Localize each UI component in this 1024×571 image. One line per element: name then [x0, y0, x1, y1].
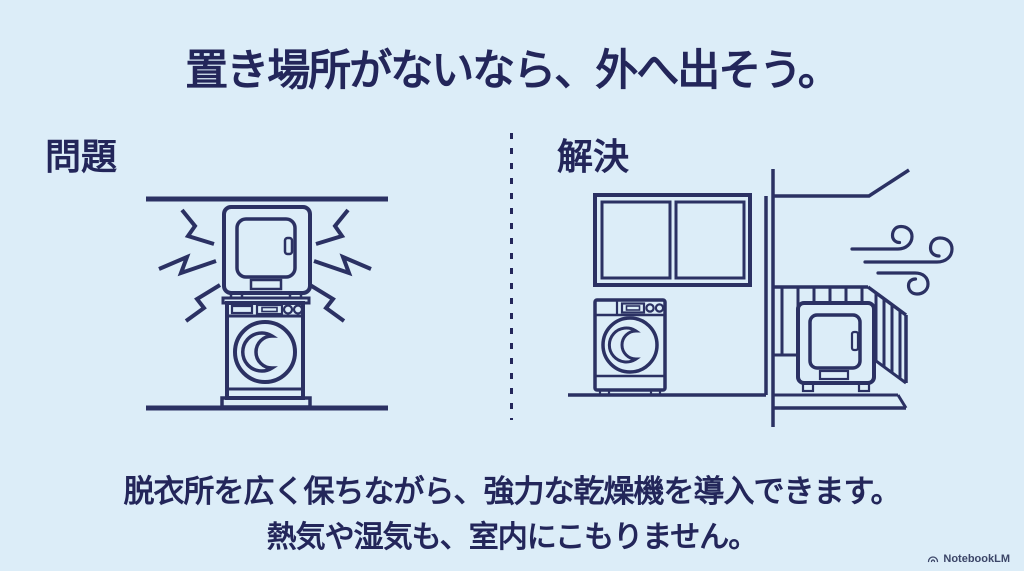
washer-foot	[598, 388, 611, 397]
dryer-foot	[801, 381, 815, 393]
washer-knob	[645, 303, 655, 313]
wind-breeze-icon	[850, 224, 954, 296]
dryer-door	[808, 313, 862, 370]
roof-line	[773, 168, 910, 198]
washer-display	[620, 302, 646, 314]
washer-knob	[282, 304, 294, 315]
problem-label: 問題	[45, 136, 118, 177]
section-divider	[510, 133, 513, 420]
washer-knob	[292, 304, 304, 315]
washer-door	[601, 316, 659, 374]
window	[593, 193, 752, 287]
washer-laundry-blob	[241, 331, 278, 373]
dryer-vent-slot	[249, 278, 283, 291]
washer-display-screen	[625, 305, 641, 311]
washer-display	[255, 303, 284, 316]
washer-detergent-drawer	[230, 304, 254, 315]
indoor-washer	[593, 298, 667, 397]
balcony-floor	[773, 393, 908, 410]
vibration-zigzag-icon	[158, 208, 222, 323]
washer-base	[220, 396, 312, 409]
problem-illustration	[146, 196, 388, 411]
footer-caption-line1: 脱衣所を広く保ちながら、強力な乾燥機を導入できます。	[123, 474, 902, 509]
washer-door	[233, 320, 297, 384]
solution-label: 解決	[557, 136, 630, 177]
dryer-door	[235, 217, 297, 279]
vibration-zigzag-icon	[308, 208, 372, 323]
outdoor-dryer	[796, 301, 876, 393]
dryer-vent-slot	[818, 369, 850, 381]
exterior-wall	[764, 168, 910, 427]
footer-caption-line2: 熱気や湿気も、室内にこもりません。	[266, 521, 759, 554]
watermark: NotebookLM	[927, 553, 1010, 565]
stacked-washer	[220, 296, 312, 409]
notebooklm-logo-icon	[928, 556, 939, 563]
washer-knob	[654, 303, 665, 313]
washer-display-screen	[261, 306, 278, 313]
watermark-brand: NotebookLM	[943, 553, 1010, 565]
dryer-door-handle	[283, 236, 294, 256]
solution-illustration	[568, 168, 954, 427]
dryer-door-handle	[850, 330, 860, 352]
dryer-foot	[857, 381, 871, 393]
washer-foot	[649, 388, 662, 397]
stacked-dryer	[222, 205, 312, 300]
washer-laundry-blob	[607, 326, 641, 364]
page-title: 置き場所がないなら、外へ出そう。	[185, 47, 840, 95]
